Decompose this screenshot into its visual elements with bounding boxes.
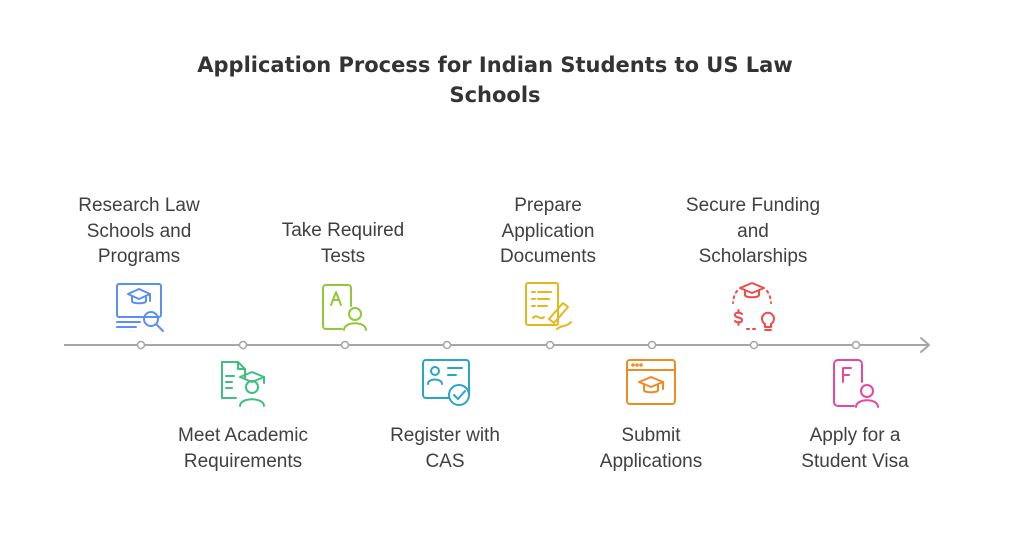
visa-document-person-icon <box>826 354 886 414</box>
timeline-node-7 <box>749 340 759 350</box>
timeline-node-8 <box>851 340 861 350</box>
timeline-node-2 <box>238 340 248 350</box>
step-label-apply-student-visa: Apply for a Student Visa <box>801 425 909 472</box>
document-signing-icon <box>519 277 579 337</box>
step-label-prepare-application-documents: Prepare Application Documents <box>499 195 597 267</box>
timeline-node-4 <box>442 340 452 350</box>
timeline-arrowhead <box>920 337 930 353</box>
browser-graduation-icon <box>621 354 681 414</box>
registration-card-check-icon <box>416 354 476 414</box>
test-taker-icon <box>314 277 374 337</box>
diagram-title-line-1: Application Process for Indian Students … <box>197 53 793 77</box>
step-label-meet-academic-requirements: Meet Academic Requirements <box>178 425 308 472</box>
step-label-research-law-schools: Research Law Schools and Programs <box>78 195 200 267</box>
step-label-take-required-tests: Take Required Tests <box>281 220 405 267</box>
diagram-title-line-2: Schools <box>449 83 541 107</box>
document-graduate-icon <box>212 354 272 414</box>
graduation-search-icon <box>110 277 170 337</box>
diagram-title: Application Process for Indian Students … <box>190 50 800 110</box>
step-label-secure-funding-scholarships: Secure Funding and Scholarships <box>685 195 821 267</box>
step-label-submit-applications: Submit Applications <box>599 425 703 472</box>
timeline-node-1 <box>136 340 146 350</box>
timeline-node-3 <box>340 340 350 350</box>
step-label-register-with-cas: Register with CAS <box>390 425 500 472</box>
timeline-node-5 <box>545 340 555 350</box>
timeline-node-6 <box>647 340 657 350</box>
funding-cycle-icon <box>723 277 783 337</box>
